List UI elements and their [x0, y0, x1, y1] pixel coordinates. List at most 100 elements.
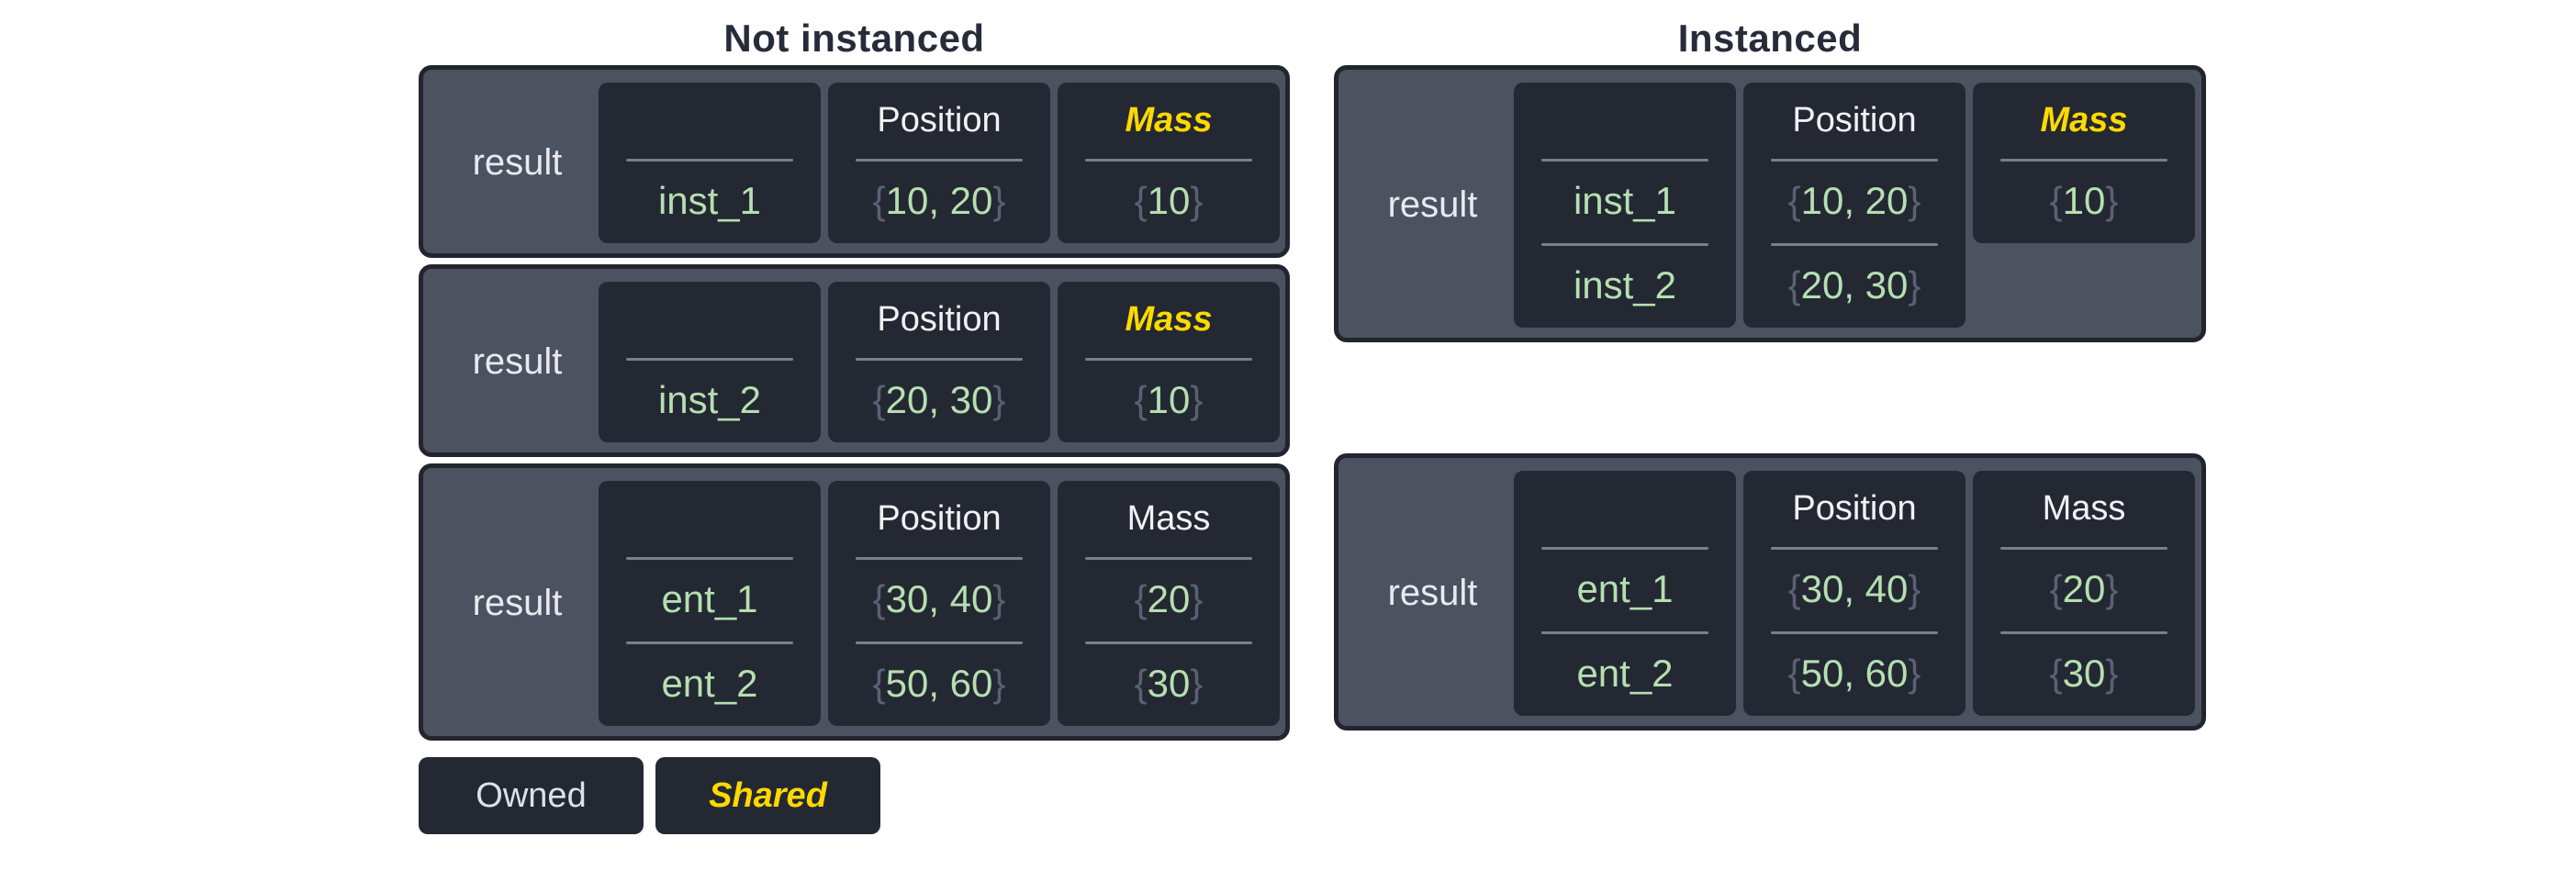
value-text: ent_1 [1576, 567, 1674, 610]
table-cells: ent_1 ent_2 Position {30, 40} { [1514, 471, 2195, 716]
table-row: ent_1 [599, 557, 821, 641]
cell-value: {50, 60} [873, 662, 1006, 706]
table-row: ent_1 [1514, 547, 1736, 631]
result-label: result [1387, 573, 1478, 613]
brace-open: { [1787, 263, 1801, 307]
row-divider [626, 557, 793, 560]
cell-value: {10} [2050, 179, 2119, 223]
brace-open: { [2049, 179, 2063, 222]
value-text: inst_1 [1573, 179, 1677, 222]
legend-owned-badge: Owned [419, 757, 644, 834]
brace-close: } [1908, 567, 1921, 610]
cell-value: {50, 60} [1788, 652, 1921, 696]
section-not-instanced: Not instanced result inst_1 Position {10… [419, 18, 1290, 834]
entity-table-ents: result ent_1 ent_2 Position [419, 463, 1290, 741]
cell-value: {10, 20} [873, 179, 1006, 223]
table-row: inst_2 [599, 358, 821, 442]
table-row: ent_2 [1514, 631, 1736, 716]
column-header [1514, 83, 1736, 159]
mass-column: Mass {10} [1058, 282, 1280, 442]
entity-column: inst_1 inst_2 [1514, 83, 1736, 328]
row-divider [2000, 547, 2167, 550]
table-row: {20, 30} [1743, 243, 1966, 328]
cell-value: inst_1 [658, 179, 761, 223]
cell-value: {20} [2050, 567, 2119, 611]
row-divider [2000, 631, 2167, 634]
cell-value: {30, 40} [873, 577, 1006, 621]
cell-value: {20, 30} [873, 378, 1006, 422]
table-cells: ent_1 ent_2 Position {30, 40} { [599, 481, 1280, 726]
brace-open: { [872, 179, 886, 222]
row-divider [856, 641, 1023, 644]
table-row: {50, 60} [828, 641, 1050, 726]
table-row: {20} [1973, 547, 2195, 631]
brace-close: } [2105, 567, 2119, 610]
brace-close: } [1190, 662, 1204, 705]
column-header [1514, 471, 1736, 547]
value-text: 10, 20 [1800, 179, 1909, 222]
brace-close: } [2105, 179, 2119, 222]
row-divider [856, 557, 1023, 560]
row-divider [1085, 641, 1252, 644]
mass-column-shared-single: Mass {10} [1973, 83, 2195, 243]
cell-value: {30, 40} [1788, 567, 1921, 611]
value-text: 50, 60 [885, 662, 993, 705]
cell-value: {10} [1135, 378, 1204, 422]
table-row: inst_1 [599, 159, 821, 243]
cell-value: inst_2 [658, 378, 761, 422]
value-text: 30, 40 [885, 577, 993, 620]
value-text: 30, 40 [1800, 567, 1909, 610]
brace-close: } [1908, 263, 1921, 307]
column-header: Position [877, 499, 1002, 538]
entity-column: inst_2 [599, 282, 821, 442]
row-divider [856, 159, 1023, 162]
cell-value: inst_2 [1574, 263, 1676, 307]
row-divider [1541, 631, 1708, 634]
table-row: {30} [1973, 631, 2195, 716]
value-text: 10 [1147, 378, 1191, 421]
column-header [599, 481, 821, 557]
table-row: {10} [1058, 358, 1280, 442]
table-row: {50, 60} [1743, 631, 1966, 716]
table-cells: inst_1 inst_2 Position {10, 20} [1514, 83, 2195, 328]
cell-value: inst_1 [1574, 179, 1676, 223]
position-column: Position {30, 40} {50, 60} [828, 481, 1050, 726]
table-row: {30} [1058, 641, 1280, 726]
brace-open: { [2049, 567, 2063, 610]
row-divider [1541, 159, 1708, 162]
brace-close: } [992, 577, 1006, 620]
row-divider [1771, 243, 1938, 246]
brace-open: { [1134, 179, 1148, 222]
brace-open: { [872, 662, 886, 705]
column-header-shared: Mass [1125, 300, 1213, 339]
value-text: ent_2 [661, 662, 758, 705]
row-divider [856, 358, 1023, 361]
cell-value: ent_1 [661, 577, 757, 621]
row-divider [1085, 557, 1252, 560]
cell-value: ent_1 [1576, 567, 1673, 611]
brace-open: { [2049, 652, 2063, 695]
section-title-not-instanced: Not instanced [723, 17, 985, 60]
table-row: {30, 40} [828, 557, 1050, 641]
row-divider [2000, 159, 2167, 162]
value-text: ent_1 [661, 577, 758, 620]
row-divider [1771, 159, 1938, 162]
position-column: Position {20, 30} [828, 282, 1050, 442]
table-row: inst_2 [1514, 243, 1736, 328]
section-title-instanced: Instanced [1677, 17, 1863, 60]
value-text: 50, 60 [1800, 652, 1909, 695]
cell-value: {20, 30} [1788, 263, 1921, 307]
column-header: Mass [1126, 499, 1211, 538]
value-text: 10 [1147, 179, 1191, 222]
column-header: Position [877, 300, 1002, 339]
entity-table-instanced: result inst_1 inst_2 Position [1334, 65, 2206, 342]
column-header: Mass [2042, 489, 2126, 528]
row-divider [1541, 547, 1708, 550]
entity-column: ent_1 ent_2 [599, 481, 821, 726]
column-header: Position [1792, 101, 1917, 139]
brace-open: { [1787, 179, 1801, 222]
value-text: 20, 30 [1800, 263, 1909, 307]
brace-open: { [1787, 567, 1801, 610]
value-text: inst_2 [657, 378, 762, 421]
cell-value: ent_2 [1576, 652, 1673, 696]
